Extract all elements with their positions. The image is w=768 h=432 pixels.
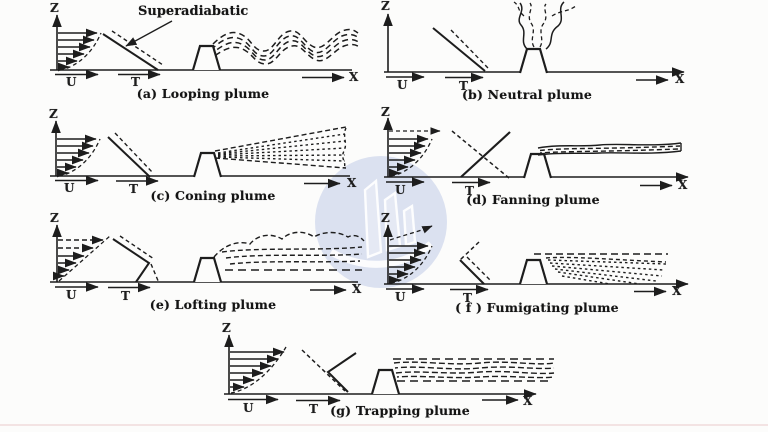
panel-c-u-label: U	[64, 181, 75, 195]
stack	[192, 151, 223, 179]
panel-f-z-label: Z	[381, 211, 390, 225]
panel-b-u-label: U	[397, 78, 408, 92]
stack	[522, 152, 553, 180]
plume-lofting	[213, 231, 365, 271]
watermark-circle	[315, 156, 447, 288]
panel-c-caption: (c) Coning plume	[150, 188, 276, 203]
temp-profile-kinked	[459, 241, 492, 285]
wind-profile	[57, 139, 100, 176]
temp-profile-neutral	[432, 27, 490, 72]
plume-ribbon	[537, 142, 682, 156]
plume-cone	[214, 126, 347, 169]
panel-c-t-label: T	[129, 182, 138, 196]
plume-fumigating	[534, 253, 668, 285]
panel-f-u-label: U	[395, 290, 406, 304]
stack	[518, 258, 549, 286]
panel-e-x-label: X	[352, 282, 362, 296]
stack	[370, 368, 401, 396]
panel-f-t-label: T	[463, 291, 472, 305]
panel-e-u-label: U	[66, 288, 77, 302]
panel-a-looping	[50, 14, 362, 83]
plume-trapped	[393, 358, 555, 382]
watermark-logo-icon	[329, 178, 434, 268]
panel-g-u-label: U	[243, 401, 254, 415]
panel-a-z-label: Z	[50, 1, 59, 15]
panel-d-t-label: T	[465, 184, 474, 198]
temp-profile	[107, 132, 154, 178]
panel-f-x-label: X	[672, 284, 682, 298]
panel-d-fanning	[383, 117, 689, 191]
panel-e-z-label: Z	[50, 211, 59, 225]
temp-profile-superadiabatic	[102, 20, 173, 71]
stack	[518, 47, 549, 75]
panel-g-caption: (g) Trapping plume	[330, 403, 470, 418]
wind-profile	[389, 225, 432, 283]
panel-d-caption: (d) Fanning plume	[466, 192, 600, 207]
panel-b-x-label: X	[675, 72, 685, 86]
panel-b-z-label: Z	[381, 0, 390, 13]
panel-b-t-label: T	[459, 79, 468, 93]
panel-g-trapping	[224, 334, 555, 406]
panel-a-caption: (a) Looping plume	[136, 86, 270, 101]
panel-d-x-label: X	[678, 178, 688, 192]
panel-c-x-label: X	[347, 176, 357, 190]
panel-e-t-label: T	[121, 289, 130, 303]
temp-profile-kinked	[112, 235, 160, 284]
panel-g-t-label: T	[309, 402, 318, 416]
panel-b-caption: (b) Neutral plume	[461, 87, 593, 102]
bottom-separator-line	[0, 424, 768, 426]
panel-g-z-label: Z	[222, 321, 231, 335]
panel-c-coning	[50, 120, 350, 189]
superadiabatic-annotation: Superadiabatic	[138, 4, 249, 19]
temp-profile-inversion	[451, 130, 511, 179]
panel-b-neutral	[383, 1, 685, 85]
stack	[191, 44, 222, 72]
temp-profile-zigzag	[301, 349, 357, 393]
panel-d-u-label: U	[395, 183, 406, 197]
wind-profile	[230, 346, 287, 394]
panel-g-x-label: X	[523, 394, 533, 408]
wind-profile	[52, 235, 111, 282]
panel-f-caption: ( f ) Fumigating plume	[455, 300, 619, 315]
panel-a-x-label: X	[349, 70, 359, 84]
panel-a-t-label: T	[131, 75, 140, 89]
stack	[192, 256, 223, 284]
panel-e-caption: (e) Lofting plume	[149, 297, 277, 312]
panel-e-lofting	[50, 224, 365, 295]
wind-profile	[389, 127, 441, 176]
panel-d-z-label: Z	[381, 105, 390, 119]
wind-profile	[58, 33, 101, 70]
panel-a-u-label: U	[66, 75, 77, 89]
panel-c-z-label: Z	[49, 107, 58, 121]
plume-looping	[212, 28, 362, 65]
panel-f-fumigating	[383, 224, 689, 297]
plume-vertical	[513, 1, 578, 50]
